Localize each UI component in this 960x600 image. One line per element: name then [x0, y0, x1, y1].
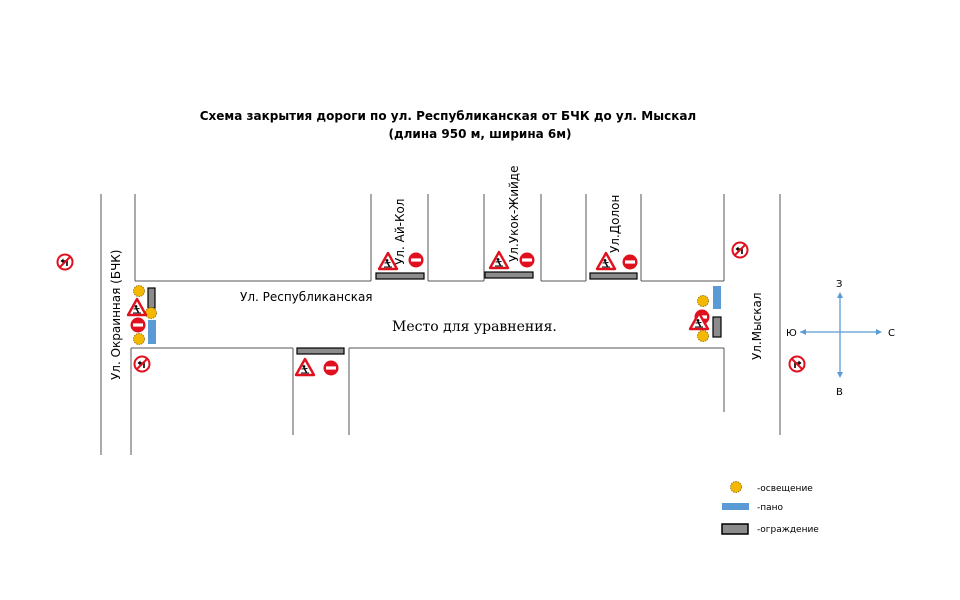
roadwork-sign-icon — [294, 357, 316, 377]
lamps — [133, 285, 709, 345]
lamp-icon — [133, 333, 145, 345]
street-label-dolon: Ул.Долон — [608, 195, 622, 253]
legend-panel-swatch — [722, 503, 749, 510]
lamp-icon — [697, 330, 709, 342]
no-entry-sign-icon — [519, 252, 535, 268]
work-zone-label: Место для уравнения. — [392, 319, 557, 335]
compass-north-label: З — [836, 279, 842, 290]
compass-arrow-east-icon — [876, 329, 882, 335]
scheme-title: Схема закрытия дороги по ул. Республикан… — [200, 109, 696, 123]
compass: З В Ю С — [786, 279, 895, 398]
scheme-subtitle: (длина 950 м, ширина 6м) — [388, 127, 571, 141]
legend-fence-swatch — [721, 523, 749, 535]
panel-right — [713, 286, 721, 309]
lamp-icon — [145, 307, 157, 319]
fence-ai-kol — [375, 272, 425, 280]
legend-lighting-label: -освещение — [757, 484, 813, 494]
compass-arrow-north-icon — [837, 292, 843, 298]
compass-south-label: В — [836, 387, 843, 398]
no-entry-sign-icon — [130, 317, 146, 333]
road-lines — [100, 194, 781, 455]
compass-east-label: С — [888, 328, 895, 339]
fence-dolon — [589, 272, 638, 280]
no-entry-signs — [130, 252, 710, 376]
no-turn-signs — [56, 241, 806, 373]
no-entry-sign-icon — [323, 360, 339, 376]
roadwork-sign-icon — [126, 297, 148, 317]
lamp-icon — [697, 295, 709, 307]
fence-left — [147, 287, 156, 309]
roadwork-sign-icon — [595, 251, 617, 271]
compass-arrow-west-icon — [800, 329, 806, 335]
panels — [148, 286, 721, 344]
compass-arrow-south-icon — [837, 372, 843, 378]
compass-west-label: Ю — [786, 328, 797, 339]
street-label-okrainnaya: Ул. Окраинная (БЧК) — [109, 250, 123, 381]
legend-panel-label: -пано — [757, 503, 784, 513]
roadwork-signs — [126, 250, 710, 377]
roadwork-sign-icon — [488, 250, 510, 270]
lamp-icon — [133, 285, 145, 297]
street-label-ai-kol: Ул. Ай-Кол — [393, 199, 407, 265]
legend: -освещение -пано -ограждение — [721, 481, 819, 535]
street-label-myskal: Ул.Мыскал — [750, 293, 764, 361]
fence-bottom-street — [296, 347, 345, 355]
no-turn-sign-icon — [133, 355, 151, 373]
street-label-ukok-jiide: Ул.Укок-Жийде — [507, 166, 521, 262]
legend-lamp-icon — [730, 481, 742, 493]
no-turn-sign-icon — [788, 355, 806, 373]
fence-right — [712, 316, 722, 338]
panel-left — [148, 320, 156, 344]
no-entry-sign-icon — [622, 254, 638, 270]
fences — [147, 271, 722, 355]
no-turn-sign-icon — [56, 253, 74, 271]
no-turn-sign-icon — [731, 241, 749, 259]
no-entry-sign-icon — [408, 252, 424, 268]
legend-fence-label: -ограждение — [757, 525, 819, 535]
fence-ukok-jiide — [484, 271, 534, 279]
street-label-republikanskaya: Ул. Республиканская — [240, 290, 373, 304]
